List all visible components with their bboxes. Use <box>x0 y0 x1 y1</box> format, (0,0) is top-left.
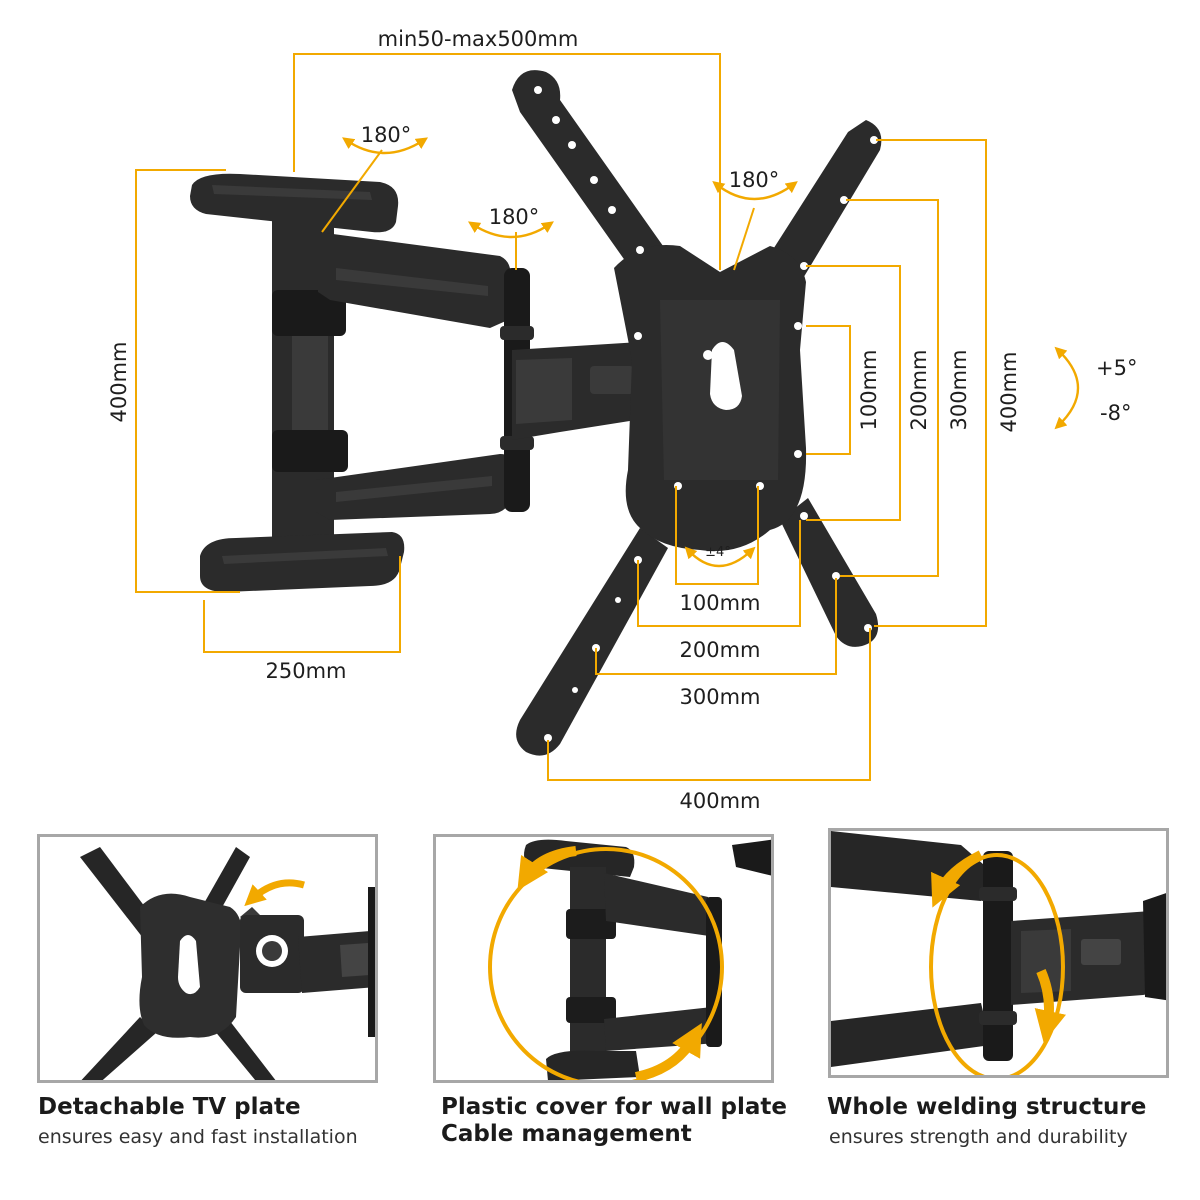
vesa-v-200-label: 200mm <box>907 350 931 431</box>
wall-width-label: 250mm <box>266 659 347 683</box>
dimension-guides <box>135 53 987 781</box>
feature-subtitle-plastic-cover: Cable management <box>441 1121 692 1147</box>
wall-height-label: 400mm <box>107 342 131 423</box>
vesa-h-400-label: 400mm <box>680 789 761 813</box>
rotation-arrows <box>342 137 1080 568</box>
rotation-label: ±4° <box>705 545 731 560</box>
feature-panel-plastic-cover <box>433 834 774 1083</box>
vesa-h-300-label: 300mm <box>680 685 761 709</box>
feature-panel-welding <box>828 828 1169 1078</box>
swivel-mid-label: 180° <box>489 205 540 229</box>
feature-subtitle-detachable: ensures easy and fast installation <box>38 1126 358 1148</box>
feature-title-detachable: Detachable TV plate <box>38 1094 301 1120</box>
vesa-v-300-label: 300mm <box>947 350 971 431</box>
swivel-right-label: 180° <box>729 168 780 192</box>
feature-title-plastic-cover: Plastic cover for wall plate <box>441 1094 788 1120</box>
mount-diagram: min50-max500mm 400mm 250mm 180° 180° 180… <box>107 27 1137 813</box>
vesa-v-100-label: 100mm <box>857 350 881 431</box>
vesa-h-200-label: 200mm <box>680 638 761 662</box>
feature-panel-detachable <box>37 834 378 1083</box>
feature-title-welding: Whole welding structure <box>827 1094 1147 1120</box>
detachable-plate-illustration <box>80 847 375 1080</box>
plastic-cover-illustration <box>488 839 771 1080</box>
tilt-down-label: -8° <box>1100 401 1131 425</box>
extension-label: min50-max500mm <box>378 27 579 51</box>
swivel-left-label: 180° <box>361 123 412 147</box>
vesa-v-400-label: 400mm <box>997 352 1021 433</box>
wall-plate-assembly <box>190 173 405 592</box>
tv-bracket <box>512 70 882 756</box>
feature-subtitle-welding: ensures strength and durability <box>829 1126 1128 1148</box>
vesa-h-100-label: 100mm <box>680 591 761 615</box>
swing-arm <box>316 232 652 520</box>
welding-structure-illustration <box>831 831 1166 1075</box>
tilt-up-label: +5° <box>1096 356 1137 380</box>
